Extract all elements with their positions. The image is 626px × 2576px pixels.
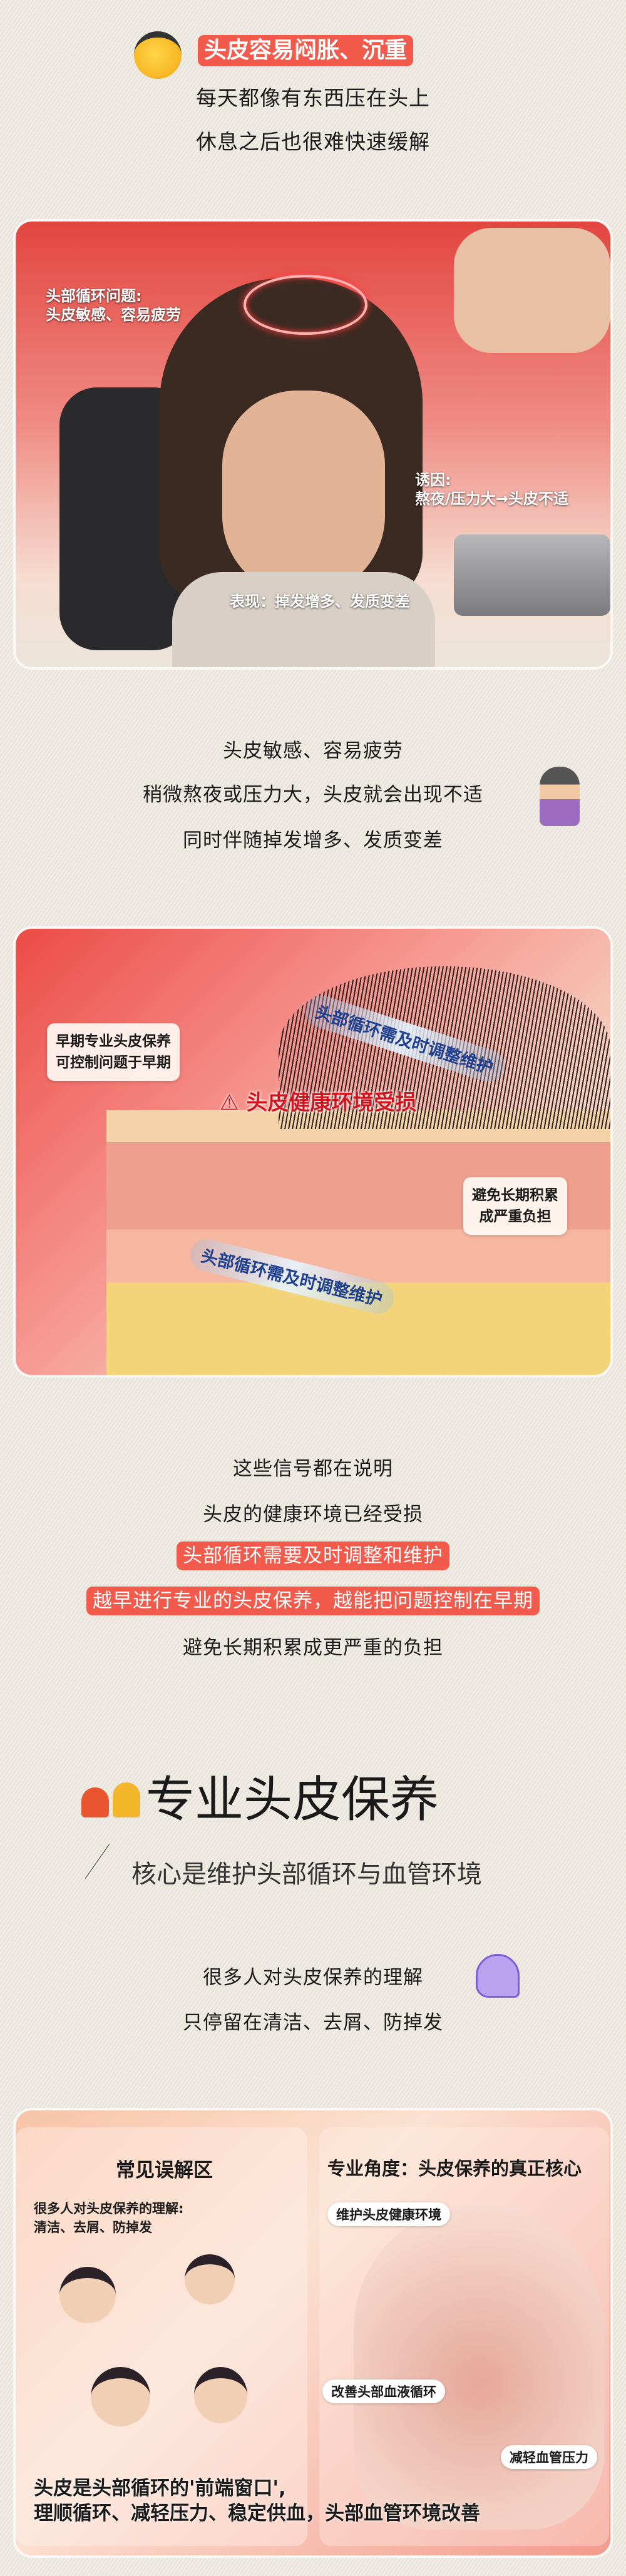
callout-early-care: 早期专业头皮保养可控制问题于早期	[47, 1023, 180, 1081]
callout-line: 早期专业头皮保养	[56, 1033, 171, 1050]
text-line: 头皮敏感、容易疲劳	[223, 740, 403, 762]
text-line: 只停留在清洁、去屑、防掉发	[183, 2011, 443, 2034]
label-cause: 诱因:熬夜/压力大→头皮不适	[415, 471, 568, 508]
callout-line: 成严重负担	[479, 1209, 552, 1225]
warning-icon: ⚠	[220, 1090, 239, 1115]
highlight-ring	[244, 275, 367, 335]
brain-head-icon	[476, 1954, 520, 1998]
label-line: 熬夜/压力大→头皮不适	[415, 490, 568, 508]
text-line: 每天都像有东西压在头上	[196, 86, 430, 110]
highlight-early-care: 越早进行专业的头皮保养，越能把问题控制在早期	[86, 1587, 540, 1615]
label-line: 诱因:	[415, 471, 451, 489]
skin-block	[106, 1110, 610, 1375]
figurines	[59, 2254, 266, 2467]
pill-maintain-environment: 维护头皮健康环境	[327, 2202, 450, 2226]
woman-face	[222, 391, 385, 597]
section-badge: 头皮容易闷胀、沉重	[198, 35, 414, 66]
callout-line: 避免长期积累	[472, 1187, 558, 1204]
text-line: 同时伴随掉发增多、发质变差	[183, 829, 443, 852]
text-line: 头皮是头部循环的'前端窗口',	[34, 2477, 286, 2500]
text-line: 头皮的健康环境已经受损	[203, 1503, 423, 1526]
headache-grandma-icon	[540, 767, 580, 826]
pill-improve-circulation: 改善头部血液循环	[322, 2379, 445, 2403]
label-line: 头部循环问题:	[46, 287, 142, 305]
text-line: 休息之后也很难快速缓解	[196, 130, 430, 154]
label-line: 头皮敏感、容易疲劳	[46, 306, 181, 324]
section-subtitle: 核心是维护头部循环与血管环境	[131, 1860, 482, 1889]
text-line: 很多人对头皮保养的理解	[203, 1966, 423, 1989]
left-text: 很多人对头皮保养的理解: 清洁、去屑、防掉发	[34, 2199, 183, 2237]
highlight-line: 越早进行专业的头皮保养，越能把问题控制在早期	[0, 1587, 626, 1615]
pill-reduce-pressure: 减轻血管压力	[501, 2445, 597, 2469]
label-problem: 头部循环问题:头皮敏感、容易疲劳	[46, 287, 181, 324]
right-title: 专业角度：头皮保养的真正核心	[327, 2158, 582, 2179]
text-line: 这些信号都在说明	[233, 1458, 393, 1480]
label-symptom: 表现：掉发增多、发质变差	[230, 593, 410, 610]
text-line: 很多人对头皮保养的理解:	[34, 2201, 184, 2216]
callout-line: 可控制问题于早期	[56, 1055, 171, 1071]
scalp-cross-section-image: 早期专业头皮保养可控制问题于早期 头部循环需及时调整维护 ⚠ 头皮健康环境受损 …	[16, 929, 610, 1375]
consultation-people-icon	[81, 1782, 141, 1817]
head-illustration	[354, 2204, 604, 2530]
section-title: 专业头皮保养	[146, 1772, 439, 1828]
text-line: 清洁、去屑、防掉发	[34, 2220, 152, 2235]
highlight-line: 头部循环需要及时调整和维护	[0, 1541, 626, 1570]
highlight-circulation: 头部循环需要及时调整和维护	[177, 1541, 449, 1570]
woman-jacket	[172, 572, 435, 667]
slash-divider	[85, 1843, 110, 1879]
scalp-woman-image: 头部循环问题:头皮敏感、容易疲劳 诱因:熬夜/压力大→头皮不适 表现：掉发增多、…	[16, 222, 610, 667]
text-line: 稍微熬夜或压力大，头皮就会出现不适	[143, 784, 483, 806]
warning-text: 头皮健康环境受损	[246, 1090, 417, 1115]
text-line: 避免长期积累成更严重的负担	[183, 1637, 443, 1659]
panel-misconception	[16, 2127, 307, 2546]
scalp-care-comparison-image: 常见误解区 专业角度：头皮保养的真正核心 很多人对头皮保养的理解: 清洁、去屑、防…	[16, 2110, 610, 2555]
bottom-summary: 头皮是头部循环的'前端窗口',理顺循环、减轻压力、稳定供血，头部血管环境改善	[34, 2476, 480, 2526]
warning-label: ⚠ 头皮健康环境受损	[220, 1085, 416, 1116]
hand	[454, 228, 610, 353]
worried-face-icon	[134, 31, 182, 79]
left-title: 常见误解区	[116, 2159, 213, 2182]
text-line: 理顺循环、减轻压力、稳定供血，头部血管环境改善	[34, 2502, 480, 2525]
callout-avoid: 避免长期积累成严重负担	[463, 1177, 567, 1235]
hair-tray	[454, 534, 610, 616]
